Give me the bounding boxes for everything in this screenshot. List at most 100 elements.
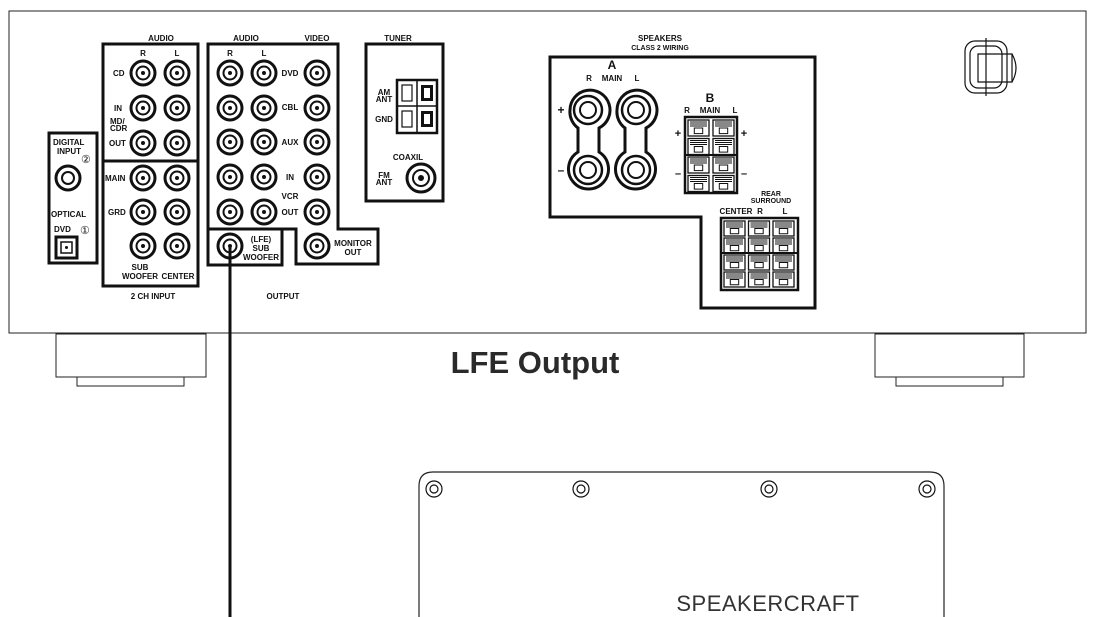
- video-header: VIDEO: [305, 34, 330, 43]
- audio-right-header: AUDIO: [233, 34, 259, 43]
- speaker-b-terminal: [683, 115, 739, 195]
- tuner-header: TUNER: [384, 34, 412, 43]
- rca-jack-left-r-5: [129, 198, 157, 226]
- center-in-label: CENTER: [162, 272, 195, 281]
- rear-surround-terminal: [719, 216, 800, 292]
- digital-input-section: DIGITAL INPUT ② OPTICAL DVD ①: [47, 131, 99, 265]
- diagram-title: LFE Output: [451, 345, 620, 380]
- surround-spring-clip-0-1: [747, 220, 771, 237]
- left-block-l-label: L: [175, 49, 180, 58]
- dvd-optical-label: DVD: [54, 225, 71, 234]
- rca-jack-audio-l-1: [250, 59, 278, 87]
- monitor-out-label-1: MONITOR: [334, 239, 372, 248]
- output-label: OUTPUT: [267, 292, 300, 301]
- rca-jack-left-l-2: [163, 94, 191, 122]
- power-cord-inlet: [964, 38, 1017, 96]
- speaker-b-plus-left: +: [675, 128, 681, 140]
- cbl-label: CBL: [282, 103, 299, 112]
- speakers-section: SPEAKERS CLASS 2 WIRING A R MAIN L + – B…: [548, 34, 817, 310]
- rca-jack-left-l-4: [163, 164, 191, 192]
- monitor-out-jack: [303, 232, 331, 260]
- rca-jack-audio-r-1: [216, 59, 244, 87]
- surround-r-label: R: [757, 207, 763, 216]
- surround-spring-clip-1-1: [747, 237, 771, 254]
- rca-jack-video-4: [303, 163, 331, 191]
- speaker-a-r-label: R: [586, 74, 592, 83]
- class2-wiring-label: CLASS 2 WIRING: [631, 45, 689, 52]
- surround-spring-clip-2-1: [747, 254, 771, 271]
- lfe-label-1: (LFE): [251, 235, 272, 244]
- subwoofer-amplifier-panel: SPEAKERCRAFT: [418, 471, 945, 617]
- vcr-label: VCR: [282, 192, 299, 201]
- vcr-in-label: IN: [286, 173, 294, 182]
- circle-2-marker: ②: [81, 154, 91, 166]
- am-ant-label-1: AM: [378, 88, 391, 97]
- rca-jack-left-l-1: [163, 59, 191, 87]
- coaxil-label: COAXIL: [393, 153, 423, 162]
- am-antenna-terminal: [395, 78, 439, 135]
- rca-jack-left-l-5: [163, 198, 191, 226]
- md-out-label: OUT: [109, 139, 126, 148]
- surround-spring-clip-0-0: [723, 220, 746, 237]
- surround-spring-clip-1-2: [772, 237, 795, 254]
- rca-jack-audio-l-2: [250, 94, 278, 122]
- speaker-b-spring-clip-3-1: [712, 174, 735, 193]
- mid-block-l-label: L: [262, 49, 267, 58]
- speaker-b-spring-clip-1-0: [687, 137, 710, 156]
- speaker-b-main-label: MAIN: [700, 106, 721, 115]
- rca-jack-video-3: [303, 128, 331, 156]
- speakers-label: SPEAKERS: [638, 34, 683, 43]
- rca-jack-left-r-2: [129, 94, 157, 122]
- vcr-out-label: OUT: [282, 208, 299, 217]
- lfe-label-2: SUB: [253, 244, 270, 253]
- speaker-b-label: B: [706, 91, 715, 105]
- rear-surround-label-1: REAR: [761, 191, 781, 198]
- speaker-a-right-binding-posts: [567, 88, 612, 191]
- rca-jack-audio-r-4: [216, 163, 244, 191]
- gnd-label: GND: [375, 115, 393, 124]
- speaker-a-left-binding-posts: [614, 88, 659, 191]
- rca-jack-left-l-6: [163, 232, 191, 260]
- lfe-label-3: WOOFER: [243, 253, 279, 262]
- speaker-b-r-label: R: [684, 106, 690, 115]
- dvd-label: DVD: [282, 69, 299, 78]
- coaxial-digital-jack: [54, 164, 82, 192]
- speaker-b-l-label: L: [733, 106, 738, 115]
- panel-screw-3: [760, 480, 778, 498]
- speaker-b-spring-clip-0-1: [712, 119, 735, 137]
- rca-jack-video-5: [303, 198, 331, 226]
- speaker-b-plus-right: +: [741, 128, 747, 140]
- md-in-label: IN: [114, 104, 122, 113]
- monitor-out-label-2: OUT: [345, 248, 362, 257]
- speaker-a-label: A: [608, 58, 617, 72]
- rca-jack-left-r-3: [129, 129, 157, 157]
- speaker-b-spring-clip-1-1: [712, 137, 735, 156]
- speaker-b-spring-clip-2-1: [712, 156, 735, 174]
- speaker-a-main-label: MAIN: [602, 74, 623, 83]
- speaker-b-minus-right: –: [741, 168, 747, 180]
- receiver-foot-left: [55, 333, 207, 387]
- speakercraft-logo: SPEAKERCRAFT: [676, 591, 859, 616]
- fm-ant-label-1: FM: [378, 171, 390, 180]
- panel-screw-1: [425, 480, 443, 498]
- speaker-a-l-label: L: [635, 74, 640, 83]
- rca-jack-audio-l-3: [250, 128, 278, 156]
- fm-antenna-jack: [405, 162, 437, 194]
- tuner-section: AM ANT GND COAXIL FM ANT: [364, 42, 445, 203]
- surround-spring-clip-3-1: [747, 271, 771, 288]
- sub-woofer-label-1: SUB: [132, 263, 149, 272]
- surround-spring-clip-1-0: [723, 237, 746, 254]
- panel-screw-4: [918, 480, 936, 498]
- mid-block-r-label: R: [227, 49, 233, 58]
- rca-jack-left-r-4: [129, 164, 157, 192]
- rca-jack-audio-r-2: [216, 94, 244, 122]
- surround-spring-clip-3-0: [723, 271, 746, 288]
- sub-woofer-label-2: WOOFER: [122, 272, 158, 281]
- rca-jack-left-r-1: [129, 59, 157, 87]
- panel-screw-2: [572, 480, 590, 498]
- surround-spring-clip-2-2: [772, 254, 795, 271]
- rca-jack-video-1: [303, 59, 331, 87]
- speaker-a-minus: –: [558, 163, 565, 177]
- speaker-b-spring-clip-3-0: [687, 174, 710, 193]
